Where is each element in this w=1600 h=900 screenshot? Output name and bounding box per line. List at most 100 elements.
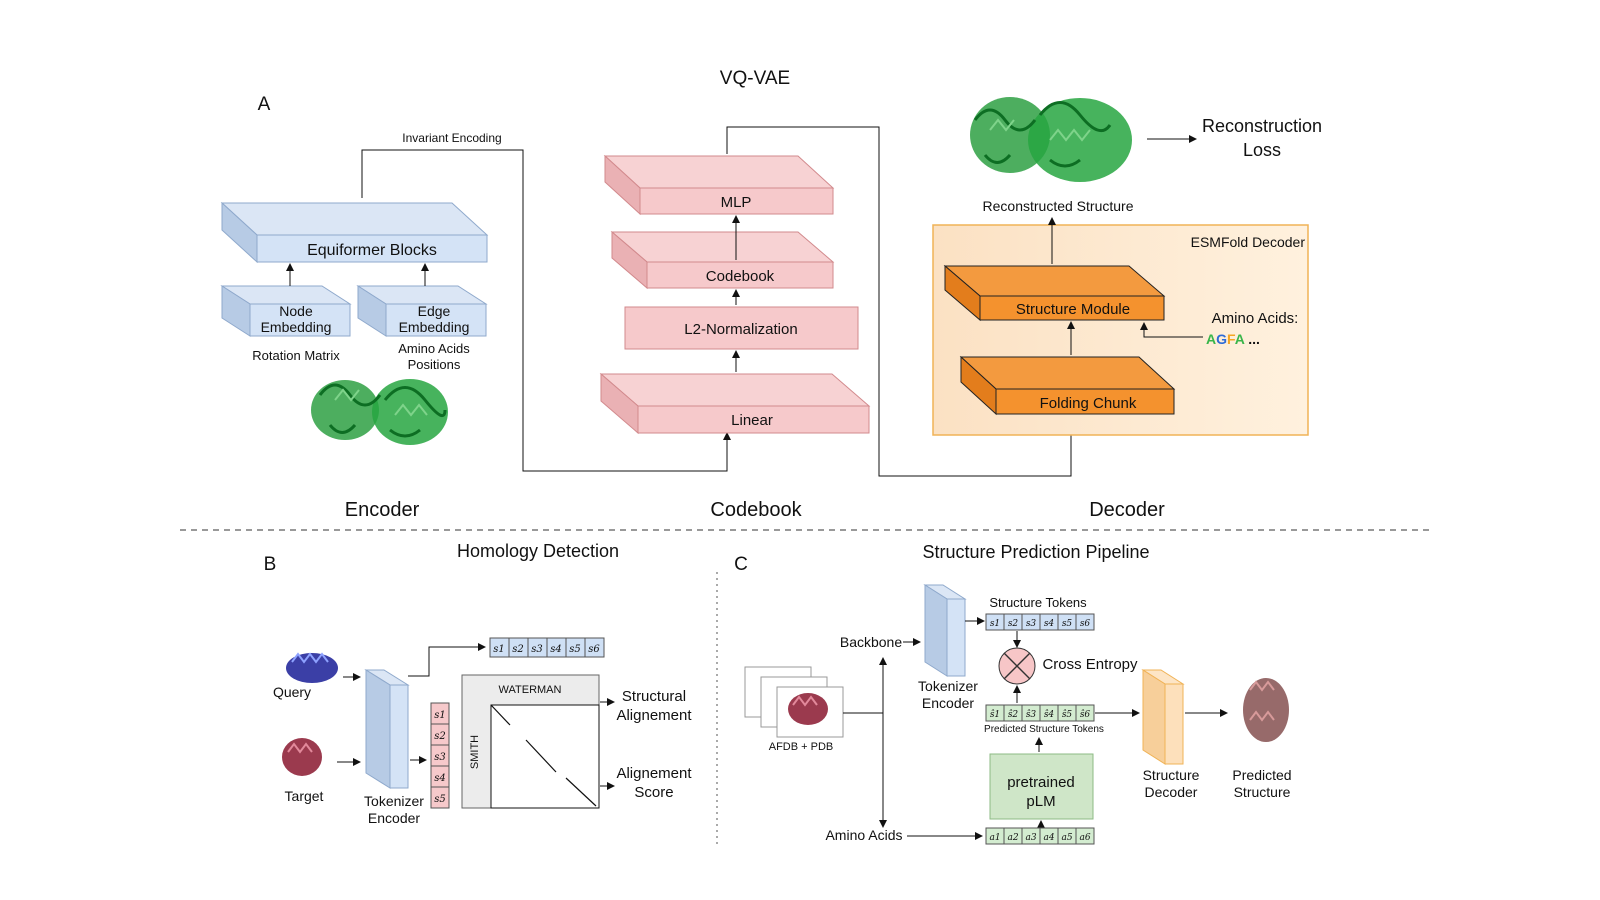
alignment-score-line2: Score xyxy=(634,784,673,801)
codebook-block: Codebook xyxy=(610,230,835,290)
tokenizer-encoder-c xyxy=(923,584,967,677)
panel-c-letter: C xyxy=(734,554,748,575)
encoder-protein-image xyxy=(311,379,448,445)
amino-positions-line2: Positions xyxy=(408,357,461,372)
target-label: Target xyxy=(285,788,324,804)
alignment-score-line1: Alignement xyxy=(616,765,692,782)
token-strip-b-horizontal: s1 s2 s3 s4 s5 s6 xyxy=(489,637,605,658)
token-c-s-5: s5 xyxy=(1062,619,1073,629)
plm-block xyxy=(989,753,1094,820)
tokenizer-c-line1: Tokenizer xyxy=(918,678,978,694)
token-b-h-2: s2 xyxy=(512,644,524,655)
folding-chunk-block: Folding Chunk xyxy=(959,355,1176,416)
token-c-s-1: s1 xyxy=(990,619,1000,629)
invariant-encoding-connector xyxy=(361,149,731,472)
codebook-block-label: Codebook xyxy=(706,268,775,285)
token-c-shat-3: ŝ3 xyxy=(1026,709,1037,720)
figure-title: VQ-VAE xyxy=(720,68,790,89)
tokenizer-encoder-b xyxy=(364,669,410,789)
predicted-structure-line2: Structure xyxy=(1234,784,1291,800)
invariant-encoding-label: Invariant Encoding xyxy=(402,131,501,145)
plm-line2: pLM xyxy=(1026,793,1055,810)
amino-acids-label: Amino Acids: xyxy=(1212,310,1299,327)
mlp-to-decoder-connector xyxy=(726,126,1072,477)
edge-embedding-line1: Edge xyxy=(418,303,451,319)
reconstruction-loss-line2: Loss xyxy=(1243,140,1281,160)
node-embedding-block: Node Embedding xyxy=(220,285,352,337)
l2-normalization-label: L2-Normalization xyxy=(684,321,797,338)
amino-acids-c-label: Amino Acids xyxy=(825,827,902,843)
arrow-amino-to-structure xyxy=(1140,322,1203,338)
tokenizer-c-line2: Encoder xyxy=(922,695,974,711)
afdb-pdb-stack xyxy=(744,666,844,738)
cross-entropy-icon xyxy=(998,647,1036,685)
token-b-h-3: s3 xyxy=(531,644,543,655)
aa-letter-1: A xyxy=(1206,331,1216,347)
structural-alignment-line1: Structural xyxy=(622,688,686,705)
token-b-v-5: s5 xyxy=(434,794,446,805)
token-strip-c-amino: a1 a2 a3 a4 a5 a6 xyxy=(985,827,1095,845)
token-c-s-4: s4 xyxy=(1044,619,1055,629)
token-b-v-3: s3 xyxy=(434,752,446,763)
token-c-a-4: a4 xyxy=(1043,833,1054,843)
arrow-tokenizer-to-horizontal-tokens xyxy=(408,643,486,677)
token-c-a-1: a1 xyxy=(989,833,1000,843)
aa-letter-2: G xyxy=(1216,331,1227,347)
smith-waterman-matrix xyxy=(461,674,600,809)
aa-letter-4: A xyxy=(1235,331,1245,347)
token-c-s-6: s6 xyxy=(1080,619,1091,629)
token-c-shat-6: ŝ6 xyxy=(1080,709,1091,720)
token-c-a-6: a6 xyxy=(1079,833,1090,843)
token-c-shat-4: ŝ4 xyxy=(1044,709,1055,720)
token-b-h-1: s1 xyxy=(493,644,505,655)
token-c-shat-2: ŝ2 xyxy=(1008,709,1019,720)
amino-acid-sequence: AGFA ... xyxy=(1206,331,1260,347)
query-protein-image xyxy=(286,652,338,683)
query-label: Query xyxy=(273,684,311,700)
esmfold-decoder-label: ESMFold Decoder xyxy=(1191,234,1306,250)
token-strip-c-structure: s1 s2 s3 s4 s5 s6 xyxy=(985,613,1095,631)
waterman-label: WATERMAN xyxy=(499,684,562,696)
smith-label: SMITH xyxy=(469,735,481,769)
token-b-v-4: s4 xyxy=(434,773,446,784)
section-decoder: Decoder xyxy=(1089,499,1165,521)
afdb-pdb-label: AFDB + PDB xyxy=(769,741,834,753)
edge-embedding-line2: Embedding xyxy=(399,319,470,335)
structure-module-label: Structure Module xyxy=(1016,301,1130,318)
structural-alignment-line2: Alignement xyxy=(616,707,692,724)
token-c-shat-5: ŝ5 xyxy=(1062,709,1073,720)
token-b-h-6: s6 xyxy=(588,644,600,655)
token-c-s-3: s3 xyxy=(1026,619,1037,629)
tokenizer-b-line2: Encoder xyxy=(368,810,420,826)
panel-c-title: Structure Prediction Pipeline xyxy=(922,542,1149,562)
node-embedding-line1: Node xyxy=(279,303,313,319)
structure-decoder-c-line1: Structure xyxy=(1143,767,1200,783)
reconstructed-structure-label: Reconstructed Structure xyxy=(983,198,1134,214)
section-encoder: Encoder xyxy=(345,499,420,521)
l2-normalization-block: L2-Normalization xyxy=(624,306,859,350)
structure-decoder-c xyxy=(1141,669,1185,765)
token-c-s-2: s2 xyxy=(1008,619,1019,629)
mlp-label: MLP xyxy=(721,194,752,211)
tokenizer-b-line1: Tokenizer xyxy=(364,793,424,809)
plm-line1: pretrained xyxy=(1007,774,1075,791)
predicted-tokens-label: Predicted Structure Tokens xyxy=(984,724,1104,735)
token-b-h-5: s5 xyxy=(569,644,581,655)
token-c-a-2: a2 xyxy=(1007,833,1018,843)
token-b-v-2: s2 xyxy=(434,731,446,742)
token-strip-c-predicted: ŝ1 ŝ2 ŝ3 ŝ4 ŝ5 ŝ6 xyxy=(985,704,1095,722)
reconstruction-loss-line1: Reconstruction xyxy=(1202,116,1322,136)
cross-entropy-label: Cross Entropy xyxy=(1042,656,1138,673)
equiformer-block: Equiformer Blocks xyxy=(220,201,489,264)
amino-positions-line1: Amino Acids xyxy=(398,341,470,356)
token-c-shat-1: ŝ1 xyxy=(990,709,1000,720)
target-protein-image xyxy=(282,738,322,776)
panel-a-letter: A xyxy=(258,94,271,115)
mlp-block: MLP xyxy=(603,154,835,216)
token-b-v-1: s1 xyxy=(434,710,446,721)
edge-embedding-block: Edge Embedding xyxy=(356,285,488,337)
structure-tokens-label: Structure Tokens xyxy=(989,595,1087,610)
section-codebook: Codebook xyxy=(710,499,802,521)
structure-module-block: Structure Module xyxy=(943,264,1166,322)
